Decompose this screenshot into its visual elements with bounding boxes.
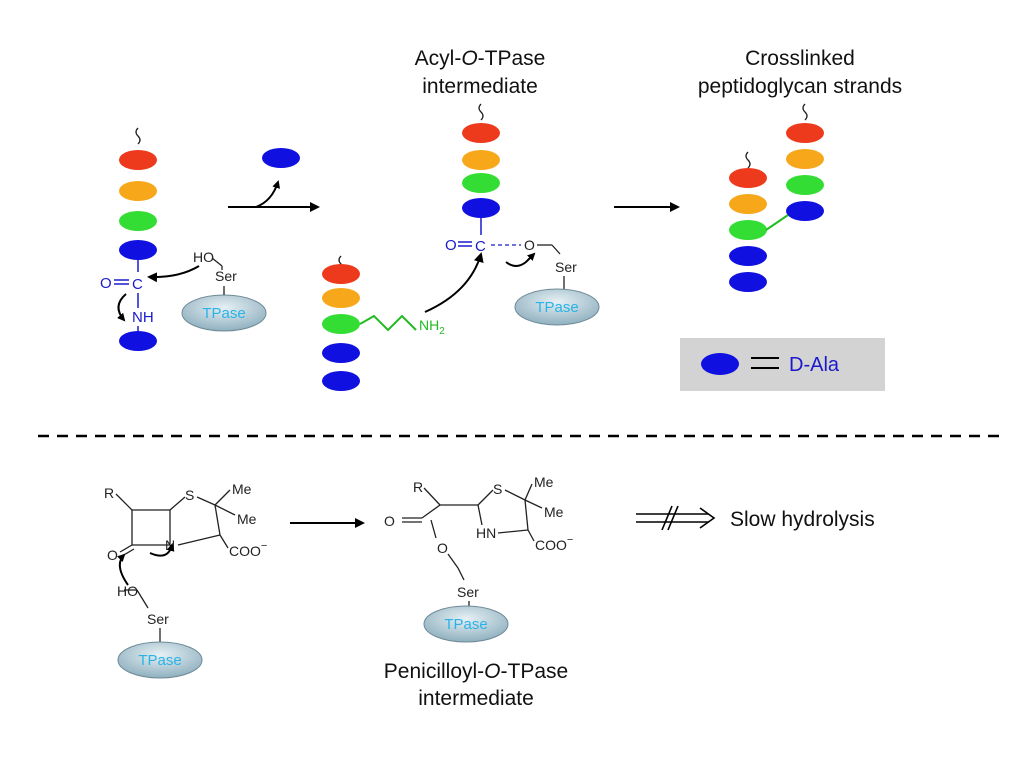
legend: D-Ala <box>680 338 885 391</box>
slow-hydrolysis-label: Slow hydrolysis <box>730 508 875 531</box>
crosslinked-strands <box>729 103 824 292</box>
release-arrow <box>255 180 281 208</box>
residue-d-ala-leaving <box>119 331 157 351</box>
amine-nh2: NH2 <box>419 317 445 337</box>
curly-arrow-attack-2 <box>116 553 129 586</box>
ho-label: HO <box>193 249 214 265</box>
thiazolidine-s-2: S <box>493 481 502 497</box>
acyl-o-2: O <box>384 513 395 529</box>
residue-orange <box>119 181 157 201</box>
me-3: Me <box>534 474 554 490</box>
me-4: Me <box>544 504 564 520</box>
me-1: Me <box>232 481 252 497</box>
ho-label-2: HO <box>117 583 138 599</box>
ester-o-2: O <box>437 540 448 556</box>
tpase-enzyme-4: TPase <box>423 605 509 643</box>
crosslinked-title-line2: peptidoglycan strands <box>698 75 902 98</box>
tpase-enzyme-3: HO Ser TPase <box>117 583 203 679</box>
penicilloyl-structure: R O S Me Me HN COO− O Ser <box>384 474 573 608</box>
carbonyl-o: O <box>100 275 112 292</box>
thiazolidine-s: S <box>185 487 194 503</box>
enzyme-label: TPase <box>202 305 245 322</box>
carbonyl-c: C <box>132 276 143 293</box>
crosslink-bond <box>765 214 789 231</box>
ester-o: O <box>524 237 535 253</box>
tpase-enzyme-1: TPase Ser HO <box>181 249 267 332</box>
enzyme-label: TPase <box>138 652 181 669</box>
acyl-ser-label: Ser <box>555 259 577 275</box>
lysine-sidechain <box>359 314 417 332</box>
enzyme-label: TPase <box>535 299 578 316</box>
amine-hn: HN <box>476 525 496 541</box>
enzyme-label: TPase <box>444 616 487 633</box>
crosslinked-title-line1: Crosslinked <box>745 47 855 70</box>
blocked-arrow <box>636 505 716 531</box>
peptide-strand-nucleophile: NH2 <box>322 255 445 391</box>
residue-blue <box>119 240 157 260</box>
penicilloyl-title-line1: Penicilloyl-O-TPase <box>384 660 568 683</box>
ser-label: Ser <box>215 268 237 284</box>
residue-red <box>119 150 157 170</box>
acyl-carbonyl-c: C <box>475 238 486 255</box>
r-group-2: R <box>413 479 423 495</box>
released-d-ala <box>262 148 300 168</box>
carboxylate-2: COO− <box>535 534 573 553</box>
legend-label: D-Ala <box>789 354 840 376</box>
tpase-enzyme-2: TPase <box>514 288 600 326</box>
acyl-carbonyl-o: O <box>445 237 457 254</box>
curly-arrow-ring-open <box>149 543 175 557</box>
residue-green <box>119 211 157 231</box>
ser-label-2: Ser <box>147 611 169 627</box>
lactam-o: O <box>107 547 118 563</box>
acyl-title-line1: Acyl-O-TPase <box>415 47 546 70</box>
peptide-strand-left: C O NH <box>100 127 157 351</box>
curly-arrow-cn <box>117 293 127 322</box>
curly-arrow-ester <box>505 252 536 267</box>
curly-arrow-attack-1 <box>147 265 200 283</box>
penicillin-structure: R O N S Me Me COO− <box>104 481 267 563</box>
carboxylate: COO− <box>229 540 267 559</box>
me-2: Me <box>237 511 257 527</box>
peptide-strand-acyl: C O O Ser <box>445 103 577 290</box>
curly-arrow-amine-attack <box>424 252 484 313</box>
r-group: R <box>104 485 114 501</box>
penicilloyl-title-line2: intermediate <box>418 687 534 710</box>
ser-label-3: Ser <box>457 584 479 600</box>
squiggle-anchor <box>135 127 141 145</box>
acyl-title-line2: intermediate <box>422 75 538 98</box>
amide-nh: NH <box>132 309 154 326</box>
legend-d-ala-symbol <box>701 353 739 375</box>
